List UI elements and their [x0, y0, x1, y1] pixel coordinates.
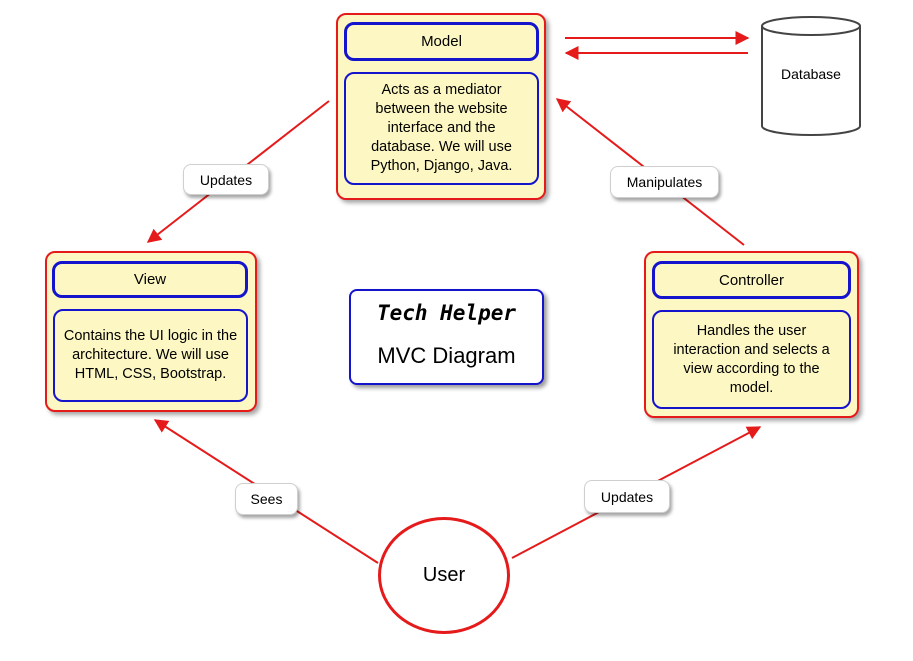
user-label: User	[422, 564, 466, 586]
edge-label-controller-to-model: Manipulates	[610, 166, 719, 198]
database-label: Database	[781, 66, 841, 82]
edge-label-user-to-view: Sees	[235, 483, 298, 515]
view-description: Contains the UI logic in the architectur…	[53, 309, 248, 402]
model-description: Acts as a mediator between the website i…	[344, 72, 539, 185]
edge-label-user-to-controller: Updates	[584, 480, 670, 513]
controller-description: Handles the user interaction and selects…	[652, 310, 851, 409]
database-cylinder	[761, 16, 861, 136]
edge-label-model-to-view: Updates	[183, 164, 269, 195]
user-node: User	[378, 517, 510, 634]
center-title-line2: MVC Diagram	[377, 343, 516, 368]
model-title: Model	[344, 22, 539, 61]
controller-title: Controller	[652, 261, 851, 299]
center-title-line1: Tech Helper	[376, 301, 517, 325]
center-title-box: Tech Helper MVC Diagram	[349, 289, 544, 385]
view-title: View	[52, 261, 248, 298]
